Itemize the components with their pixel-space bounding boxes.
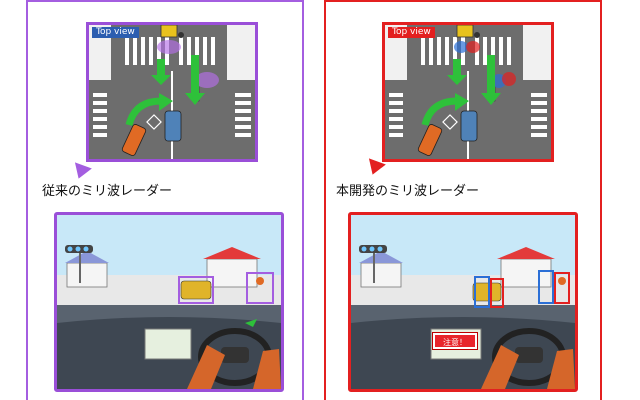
panel-caption: 従来のミリ波レーダー xyxy=(42,184,173,199)
top-view-label: Top view xyxy=(92,27,139,38)
detection-box xyxy=(178,276,214,304)
detection-box xyxy=(490,278,504,308)
blue-car-icon xyxy=(164,110,182,142)
oncoming-car-icon xyxy=(160,25,178,38)
callout-pointer xyxy=(70,162,92,182)
driver-view-illustration xyxy=(351,215,575,389)
warning-alert-badge: 注意！ xyxy=(432,332,478,350)
oncoming-car-icon xyxy=(456,25,474,38)
pedestrian-icon xyxy=(178,32,184,38)
pedestrian-icon xyxy=(474,32,480,38)
navigation-screen xyxy=(144,328,192,360)
top-view-diagram: Top view xyxy=(382,22,554,162)
detection-box xyxy=(246,272,274,304)
detection-box xyxy=(474,276,490,308)
detection-box xyxy=(554,272,570,304)
top-view-diagram: Top view xyxy=(86,22,258,162)
blue-car-icon xyxy=(460,110,478,142)
detection-box xyxy=(538,270,554,304)
new-radar-panel: Top view 本開発のミリ波レーダー xyxy=(324,0,602,400)
intersection-top-view xyxy=(89,25,255,159)
driver-view-scene: 注意！ xyxy=(348,212,578,392)
conventional-radar-panel: Top view 従来のミリ波レーダー xyxy=(26,0,304,400)
driver-view-scene xyxy=(54,212,284,392)
orange-car-icon xyxy=(121,124,147,156)
orange-car-icon xyxy=(417,124,443,156)
panel-caption: 本開発のミリ波レーダー xyxy=(336,184,480,199)
driver-view-illustration xyxy=(57,215,281,389)
top-view-label: Top view xyxy=(388,27,435,38)
intersection-top-view xyxy=(385,25,551,159)
